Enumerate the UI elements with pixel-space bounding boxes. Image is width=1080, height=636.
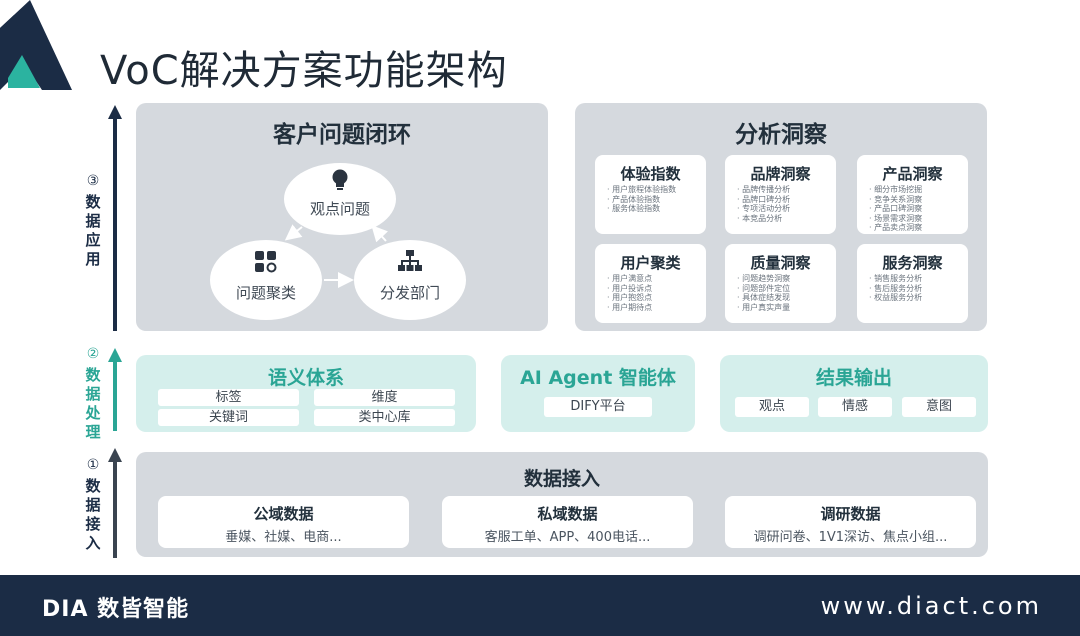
loop-node-cluster-label: 问题聚类 [235, 284, 296, 302]
insight-card-service: 服务洞察 销售服务分析 售后服务分析 权益服务分析 [857, 244, 968, 323]
chip-intent: 意图 [902, 397, 976, 417]
card-item: 问题部件定位 [737, 284, 790, 294]
output-title: 结果输出 [815, 367, 892, 389]
card-item: 售后服务分析 [869, 284, 922, 294]
card-item: 用户抱怨点 [607, 293, 652, 303]
card-items: 品牌传播分析 品牌口碑分析 专项活动分析 本竞品分析 [737, 185, 790, 223]
arrow-viewpoint-to-cluster [284, 224, 303, 241]
axis-label-ingestion: ① 数据接入 [85, 457, 101, 552]
chip-dify-platform: DIFY平台 [544, 397, 652, 417]
card-item: 用户旅程体验指数 [607, 185, 676, 195]
card-item: 销售服务分析 [869, 274, 922, 284]
card-item: 品牌口碑分析 [737, 195, 790, 205]
semantic-panel: 语义体系 标签 维度 关键词 类中心库 [136, 355, 476, 432]
axis-label-application: ③ 数据应用 [85, 173, 101, 268]
customer-loop-title: 客户问题闭环 [273, 122, 411, 148]
insight-title: 分析洞察 [735, 122, 827, 148]
insight-panel: 分析洞察 体验指数 用户旅程体验指数 产品体验指数 服务体验指数 品牌洞察 品牌… [575, 103, 987, 331]
chip-keywords: 关键词 [158, 409, 299, 426]
card-item: 权益服务分析 [869, 293, 922, 303]
up-arrow-application [108, 105, 122, 331]
loop-node-viewpoint: 观点问题 [284, 163, 396, 235]
semantic-title: 语义体系 [267, 367, 344, 389]
card-item: 产品体验指数 [607, 195, 676, 205]
up-arrow-ingestion [108, 448, 122, 558]
chip-dimensions: 维度 [314, 389, 455, 406]
footer-bar: DIA 数皆智能 www.diact.com [0, 575, 1080, 636]
card-item: 问题趋势洞察 [737, 274, 790, 284]
agent-panel: AI Agent 智能体 DIFY平台 [501, 355, 695, 432]
card-title: 体验指数 [620, 165, 681, 183]
card-title: 产品洞察 [882, 165, 943, 183]
source-public: 公域数据 垂媒、社媒、电商... [158, 496, 409, 548]
lightbulb-icon [332, 169, 348, 190]
arrow-dispatch-to-viewpoint [371, 225, 389, 243]
card-item: 产品口碑洞察 [869, 204, 922, 214]
chip-viewpoint: 观点 [735, 397, 809, 417]
loop-node-viewpoint-label: 观点问题 [309, 200, 370, 218]
source-desc: 调研问卷、1V1深访、焦点小组... [753, 530, 948, 545]
source-title: 私域数据 [537, 505, 598, 523]
loop-node-dispatch: 分发部门 [354, 240, 466, 320]
card-item: 服务体验指数 [607, 204, 676, 214]
card-item: 本竞品分析 [737, 214, 790, 224]
source-title: 调研数据 [820, 505, 881, 523]
ingest-panel: 数据接入 公域数据 垂媒、社媒、电商... 私域数据 客服工单、APP、400电… [136, 452, 988, 557]
insight-card-experience: 体验指数 用户旅程体验指数 产品体验指数 服务体验指数 [595, 155, 706, 234]
footer-website: www.diact.com [820, 592, 1042, 620]
card-item: 品牌传播分析 [737, 185, 790, 195]
agent-title: AI Agent 智能体 [520, 367, 676, 389]
axis-label-processing: ② 数据处理 [85, 346, 101, 441]
card-title: 服务洞察 [882, 254, 943, 272]
card-title: 品牌洞察 [750, 165, 811, 183]
chip-sentiment: 情感 [818, 397, 892, 417]
chip-tags: 标签 [158, 389, 299, 406]
card-item: 专项活动分析 [737, 204, 790, 214]
chip-cluster-library: 类中心库 [314, 409, 455, 426]
card-item: 细分市场挖掘 [869, 185, 922, 195]
cluster-icon [255, 251, 277, 273]
card-items: 用户满意点 用户投诉点 用户抱怨点 用户期待点 [607, 274, 652, 312]
card-items: 细分市场挖掘 竞争关系洞察 产品口碑洞察 场景需求洞察 产品卖点洞察 [869, 185, 922, 233]
card-title: 质量洞察 [750, 254, 811, 272]
brand-logo-icon [0, 0, 72, 90]
footer-brand: DIA 数皆智能 [42, 597, 190, 622]
loop-node-cluster: 问题聚类 [210, 240, 322, 320]
card-items: 问题趋势洞察 问题部件定位 具体症结发现 用户真实声量 [737, 274, 790, 312]
card-items: 销售服务分析 售后服务分析 权益服务分析 [869, 274, 922, 303]
card-item: 场景需求洞察 [869, 214, 922, 224]
source-title: 公域数据 [253, 505, 314, 523]
card-item: 具体症结发现 [737, 293, 790, 303]
card-item: 用户投诉点 [607, 284, 652, 294]
source-private: 私域数据 客服工单、APP、400电话... [442, 496, 693, 548]
loop-arrows [284, 224, 389, 288]
card-title: 用户聚类 [620, 254, 681, 272]
org-chart-icon [398, 250, 422, 271]
insight-card-user-cluster: 用户聚类 用户满意点 用户投诉点 用户抱怨点 用户期待点 [595, 244, 706, 323]
source-desc: 垂媒、社媒、电商... [225, 530, 342, 545]
output-panel: 结果输出 观点 情感 意图 [720, 355, 988, 432]
card-item: 产品卖点洞察 [869, 223, 922, 233]
card-item: 用户真实声量 [737, 303, 790, 313]
page-title: VoC解决方案功能架构 [100, 48, 508, 94]
source-survey: 调研数据 调研问卷、1V1深访、焦点小组... [725, 496, 976, 548]
insight-card-quality: 质量洞察 问题趋势洞察 问题部件定位 具体症结发现 用户真实声量 [725, 244, 836, 323]
source-desc: 客服工单、APP、400电话... [484, 530, 651, 545]
card-item: 用户期待点 [607, 303, 652, 313]
ingest-title: 数据接入 [523, 468, 600, 490]
card-item: 竞争关系洞察 [869, 195, 922, 205]
card-items: 用户旅程体验指数 产品体验指数 服务体验指数 [607, 185, 676, 214]
insight-card-product: 产品洞察 细分市场挖掘 竞争关系洞察 产品口碑洞察 场景需求洞察 产品卖点洞察 [857, 155, 968, 234]
loop-node-dispatch-label: 分发部门 [379, 284, 440, 302]
up-arrow-processing [108, 348, 122, 431]
insight-card-brand: 品牌洞察 品牌传播分析 品牌口碑分析 专项活动分析 本竞品分析 [725, 155, 836, 234]
card-item: 用户满意点 [607, 274, 652, 284]
customer-loop-panel: 客户问题闭环 观点问题 问题聚类 分发部门 [136, 103, 548, 331]
